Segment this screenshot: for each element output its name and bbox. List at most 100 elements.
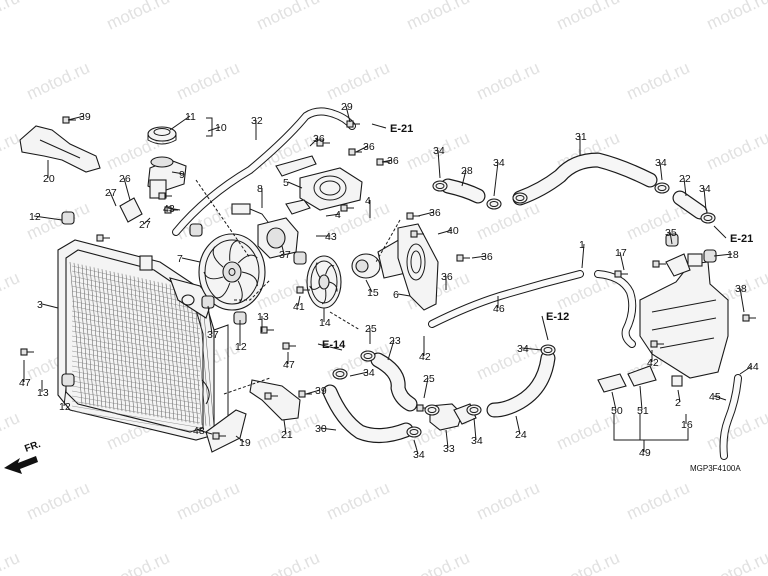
hose-clamp bbox=[360, 350, 376, 362]
hose-clamp-inner bbox=[363, 353, 373, 359]
leader-line bbox=[397, 293, 411, 297]
hose-clamp bbox=[512, 192, 528, 204]
part-number-label: 46 bbox=[493, 303, 505, 315]
leader-line bbox=[305, 389, 321, 395]
bolt bbox=[406, 212, 414, 220]
tank-cushions bbox=[597, 365, 683, 393]
leader-line bbox=[521, 347, 543, 351]
part-number-label: 16 bbox=[681, 419, 693, 431]
leader-line bbox=[325, 213, 341, 217]
bolt bbox=[212, 432, 220, 440]
section-ref-label: E-21 bbox=[390, 123, 413, 135]
part-number-label: 41 bbox=[293, 301, 305, 313]
bolt bbox=[158, 192, 166, 200]
part-number-label: 42 bbox=[647, 357, 659, 369]
bolt bbox=[410, 230, 418, 238]
fan-blade bbox=[309, 285, 321, 290]
leader-line bbox=[417, 211, 435, 217]
bolt bbox=[416, 404, 424, 412]
leader-line bbox=[63, 387, 67, 407]
leader-line bbox=[515, 415, 521, 435]
part-number-label: 51 bbox=[637, 405, 649, 417]
bolt bbox=[650, 340, 658, 348]
fan-blade bbox=[321, 289, 327, 305]
part-number-label: 36 bbox=[429, 207, 441, 219]
part-number-label: 34 bbox=[413, 449, 425, 461]
watermark-text: motod.ru bbox=[104, 548, 173, 576]
leader-line bbox=[659, 161, 663, 181]
fan-blade bbox=[214, 282, 231, 299]
leader-line bbox=[67, 115, 85, 121]
leader-line bbox=[355, 145, 369, 153]
bracket-20 bbox=[19, 125, 101, 173]
part-number-label: 1 bbox=[579, 239, 585, 251]
fan-blade bbox=[237, 254, 258, 264]
part-number-label: 19 bbox=[239, 437, 251, 449]
leader-line bbox=[167, 207, 181, 211]
part-number-label: 50 bbox=[611, 405, 623, 417]
part-labels: 3920111092627274312347131232293658363644… bbox=[19, 101, 759, 461]
radiator-cap-neck bbox=[139, 255, 153, 271]
fan-blade bbox=[315, 262, 321, 278]
leader-line bbox=[437, 149, 441, 179]
part-number-label: 36 bbox=[387, 155, 399, 167]
filler-neck-9 bbox=[147, 156, 187, 199]
part-number-label: 2 bbox=[675, 397, 681, 409]
ref-leader bbox=[371, 123, 387, 129]
bolt bbox=[282, 342, 290, 350]
part-number-label: 31 bbox=[575, 131, 587, 143]
leader-line bbox=[739, 365, 753, 375]
leader-line bbox=[493, 161, 499, 197]
cooling-fan-right bbox=[306, 255, 342, 309]
part-number-label: 9 bbox=[179, 169, 185, 181]
hose-clamp bbox=[332, 368, 348, 380]
part-number-label: 12 bbox=[235, 341, 247, 353]
leader-line bbox=[123, 177, 131, 201]
siphon-tube-46 bbox=[428, 270, 584, 328]
bracket-21 bbox=[249, 379, 301, 421]
leader-line bbox=[319, 427, 337, 431]
part-number-label: 32 bbox=[251, 115, 263, 127]
part-number-label: 30 bbox=[315, 423, 327, 435]
leader-line bbox=[309, 137, 319, 147]
watermark-text: motod.ru bbox=[0, 128, 22, 174]
part-number-label: 34 bbox=[433, 145, 445, 157]
watermark-text: motod.ru bbox=[554, 0, 623, 34]
watermark-text: motod.ru bbox=[474, 58, 543, 104]
part-number-label: 39 bbox=[315, 385, 327, 397]
grommet bbox=[189, 223, 203, 237]
hose-clamp-inner bbox=[703, 215, 713, 221]
section-ref-label: E-12 bbox=[546, 311, 569, 323]
bolt bbox=[20, 348, 28, 356]
ref-leader bbox=[317, 343, 343, 351]
leader-line bbox=[235, 435, 245, 443]
hose-clamp-inner bbox=[469, 407, 479, 413]
watermark-text: motod.ru bbox=[704, 0, 768, 34]
leader-line bbox=[739, 287, 745, 313]
leader-lines bbox=[23, 105, 753, 455]
leader-line bbox=[677, 389, 681, 403]
watermark-text: motod.ru bbox=[554, 548, 623, 576]
ref-leader bbox=[713, 225, 727, 239]
leader-line bbox=[33, 215, 63, 221]
hose-clamp bbox=[432, 180, 448, 192]
fan-blade bbox=[203, 271, 224, 280]
part-number-label: 15 bbox=[367, 287, 379, 299]
part-number-label: 14 bbox=[319, 317, 331, 329]
front-label: FR. bbox=[23, 439, 42, 455]
leader-line bbox=[207, 126, 221, 132]
part-number-label: 37 bbox=[207, 329, 219, 341]
leader-line bbox=[143, 217, 151, 225]
bolt bbox=[614, 270, 622, 278]
part-number-label: 27 bbox=[139, 219, 151, 231]
grommet bbox=[293, 251, 307, 265]
part-number-label: 34 bbox=[699, 183, 711, 195]
bolt bbox=[340, 204, 348, 212]
radiator-cap bbox=[147, 126, 177, 145]
part-number-label: 23 bbox=[389, 335, 401, 347]
watermark-text: motod.ru bbox=[174, 478, 243, 524]
part-number-label: 21 bbox=[281, 429, 293, 441]
watermark-text: motod.ru bbox=[324, 58, 393, 104]
overflow-tube-17 bbox=[594, 270, 637, 348]
